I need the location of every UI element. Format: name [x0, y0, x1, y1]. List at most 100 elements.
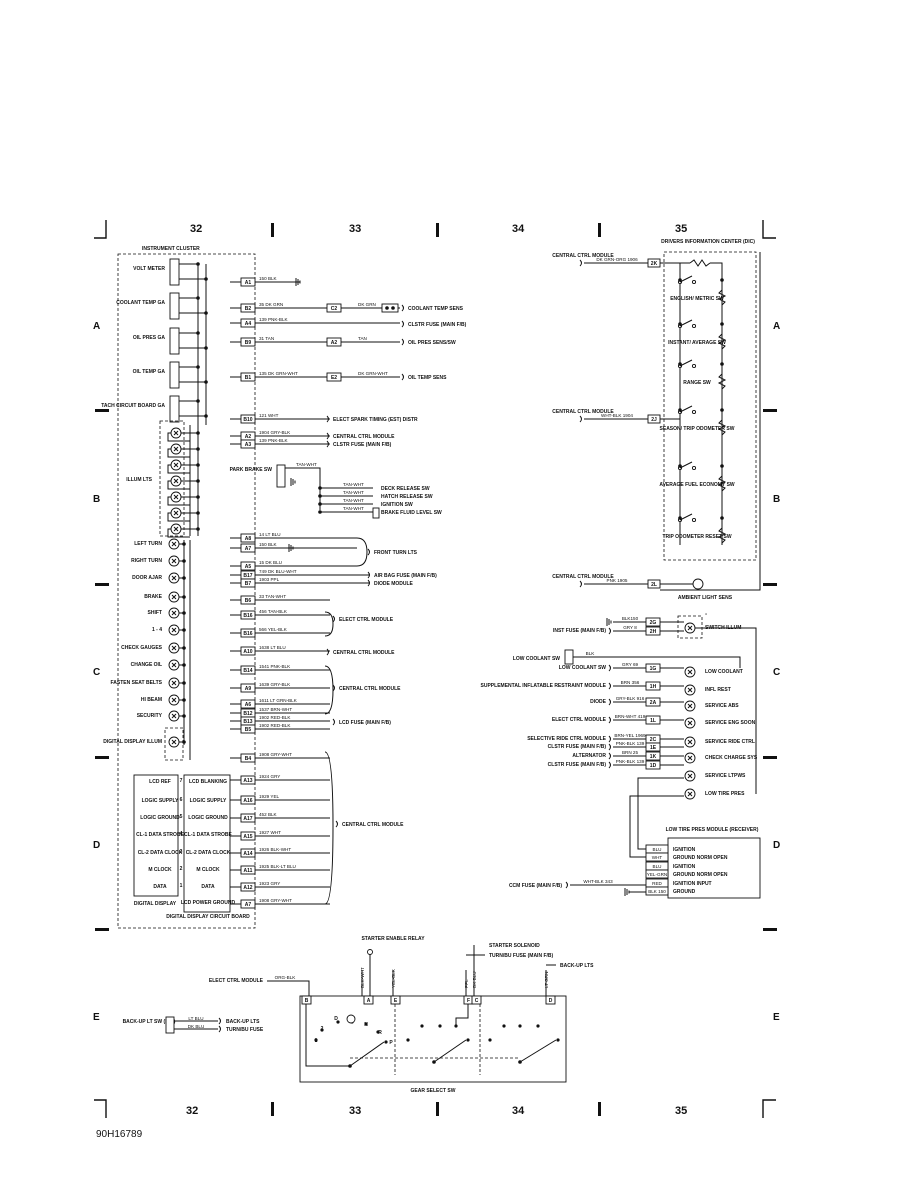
indicator-lamp-1-filament	[171, 558, 177, 564]
row-label-left-b: B	[93, 494, 100, 505]
splice-dot	[182, 681, 186, 685]
gear-terminal-3: F	[467, 998, 470, 1004]
tire-module-wire-2: BLU	[653, 864, 662, 869]
dic-title: DRIVERS INFORMATION CENTER (DIC)	[661, 239, 755, 245]
tire-module-link-1	[637, 777, 684, 850]
gear-position-3: R	[378, 1030, 382, 1036]
cluster-wire-label-9: 150 BLK	[259, 542, 278, 547]
cluster-destination-5: CENTRAL CTRL MODULE	[333, 434, 395, 440]
dic-lamp-1-filament	[687, 669, 693, 675]
gear-wiper-0	[349, 1041, 385, 1067]
gear-contact-1-0	[406, 1038, 410, 1042]
dd-right-label-6: DATA	[201, 884, 215, 890]
cluster-pin-16: A10	[243, 649, 252, 655]
dest-arrow-2	[401, 338, 404, 346]
dic-input-source-0: CENTRAL CTRL MODULE	[552, 253, 614, 259]
indicator-label-10: SECURITY	[137, 713, 163, 719]
indicator-lamp-0-filament	[171, 541, 177, 547]
gear-top-wire-label-3: DK BLU	[472, 971, 477, 988]
row-label-left-c: C	[93, 667, 100, 678]
cluster-pin-5: B10	[243, 417, 252, 423]
gear-contact-0-4	[364, 1022, 368, 1026]
low-coolant-switch	[564, 649, 574, 665]
diagram-reference-number: 90H16789	[96, 1129, 143, 1140]
splice-dot	[204, 311, 208, 315]
dic-row-pin-2: 1G	[650, 666, 657, 672]
dic-lamp-7-filament	[687, 773, 693, 779]
row-label-right-d: D	[773, 840, 780, 851]
gear-f-path	[455, 1004, 469, 1026]
cluster-wire-label-4: 135 DK GRN-WHT	[259, 371, 298, 376]
brake-fluid-switch	[372, 507, 380, 519]
tire-module-wire-5: BLK 150	[648, 889, 666, 894]
instrument-cluster-outline	[117, 253, 256, 929]
indicator-label-1: RIGHT TURN	[131, 558, 162, 564]
dest-arrow-11	[326, 648, 329, 656]
dic-lamp-5-filament	[687, 739, 693, 745]
dest-arrow-8	[367, 571, 370, 579]
dest-arrow-0	[401, 304, 404, 312]
dic-row-wire-label-7: PNK-BLK 139	[616, 741, 645, 746]
starter-relay-label: STARTER ENABLE RELAY	[361, 936, 425, 942]
gear-ecm-label: ELECT CTRL MODULE	[209, 978, 264, 984]
digital-display-right-box	[183, 774, 231, 913]
dic-switch-contact-b-0	[691, 279, 697, 285]
row-label-left-a: A	[93, 321, 100, 332]
dic-switch-label-4: AVERAGE FUEL ECONOMY SW	[659, 482, 735, 488]
illum-return-3	[167, 480, 190, 490]
splice-dot	[196, 527, 200, 531]
cluster-pin-28: A14	[243, 851, 252, 857]
dd-right-label-4: CL-2 DATA CLOCK	[186, 850, 231, 856]
cluster-wire-label-5: 121 WHT	[259, 413, 279, 418]
dic-row-pin-4: 2A	[650, 700, 657, 706]
park-brake-wire-3: TAN-WHT	[343, 498, 364, 503]
gear-terminal-4: C	[475, 998, 479, 1004]
cluster-wire-label-22: 1902 RED-BLK	[259, 723, 291, 728]
cluster-wire-label-1: 35 DK GRN	[259, 302, 283, 307]
gear-top-wire-label-1: YEL-BLK	[391, 968, 396, 988]
cluster-pin-4: B1	[245, 375, 252, 381]
indicator-label-0: LEFT TURN	[134, 541, 162, 547]
cluster-wire-label-20: 1537 BRN-WHT	[259, 707, 292, 712]
cluster-ground-a1	[295, 278, 301, 286]
central-brace-2	[324, 751, 334, 905]
switch-illum-outline	[677, 615, 703, 639]
gear-contact-0-5	[376, 1030, 380, 1034]
dd-right-label-5: M CLOCK	[196, 867, 220, 873]
cluster-wire-label-27: 1927 WHT	[259, 830, 281, 835]
inline-connector-A2: A2	[331, 340, 338, 346]
gear-contact-1-1	[420, 1024, 424, 1028]
gear-position-0: D	[334, 1016, 338, 1022]
dic-lamp-3-filament	[687, 703, 693, 709]
gear-b-path	[305, 1004, 350, 1067]
dic-lamp-4-filament	[687, 720, 693, 726]
backup-arrow-1	[218, 1025, 221, 1033]
dest-arrow-6	[326, 440, 329, 448]
park-brake-dest-0: DECK RELEASE SW	[381, 486, 430, 492]
cluster-wire-label-0: 150 BLK	[259, 276, 278, 281]
dic-switch-contact-b-1	[691, 323, 697, 329]
illum-lamp-1-filament	[173, 446, 179, 452]
cluster-wire-label-26: 452 BLK	[259, 812, 278, 817]
tire-module-link-2	[629, 795, 684, 858]
park-brake-ground	[290, 478, 296, 486]
gear-position-2: 1	[315, 1038, 318, 1044]
indicator-label-11: DIGITAL DISPLAY ILLUM	[103, 739, 162, 745]
cluster-wire-label-13: 33 TAN-WHT	[259, 594, 286, 599]
dest-arrow-1	[401, 320, 404, 328]
dic-row-arrow-7	[608, 743, 611, 751]
tire-module-label-2: IGNITION	[673, 864, 696, 870]
cluster-pin-9: A7	[245, 546, 252, 552]
dic-input-source-2: CENTRAL CTRL MODULE	[552, 574, 614, 580]
splice-dot	[204, 277, 208, 281]
tire-module-label-3: GROUND NORM OPEN	[673, 872, 728, 878]
cluster-wire-label-14: 456 TAN-BLK	[259, 609, 288, 614]
inline-wire-label-2: DK GRN-WHT	[358, 371, 388, 376]
splice-dot	[182, 663, 186, 667]
indicator-lamp-7-filament	[171, 662, 177, 668]
gauge-label-1: COOLANT TEMP GA	[116, 300, 165, 306]
gear-top-wire-label-2: PPL	[464, 979, 469, 988]
dd-pin-5: 2	[180, 866, 183, 872]
cluster-pin-3: B9	[245, 340, 252, 346]
